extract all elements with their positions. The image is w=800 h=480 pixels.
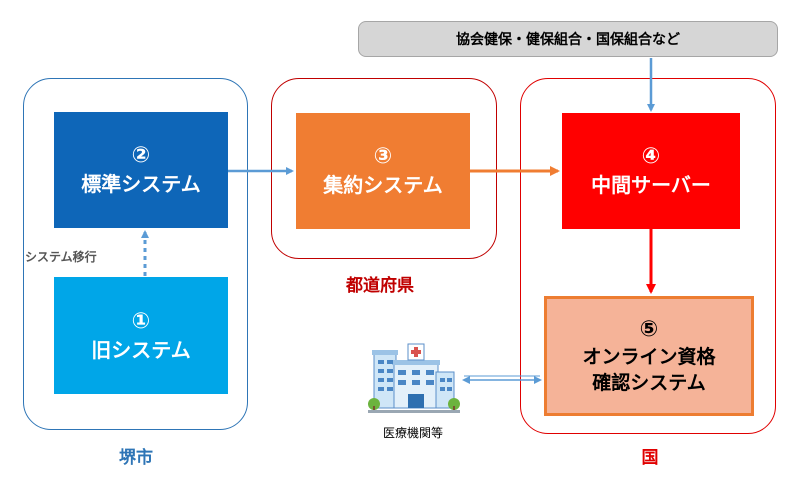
- group-nation-label: 国: [641, 448, 659, 468]
- group-sakai-label: 堺市: [119, 448, 153, 468]
- box-online-title-line1: オンライン資格: [582, 346, 716, 368]
- box-middle-server: ④ 中間サーバー: [562, 113, 740, 229]
- box-online-number: ⑤: [639, 317, 659, 342]
- box-online-title-line2: 確認システム: [592, 372, 706, 394]
- group-nation-frame: [520, 78, 776, 434]
- insurers-bar: 協会健保・健保組合・国保組合など: [358, 21, 778, 57]
- hospital-icon: [368, 343, 460, 413]
- group-sakai-frame: [23, 78, 248, 430]
- box-standard-number: ②: [131, 143, 151, 168]
- group-prefecture-label: 都道府県: [346, 276, 414, 296]
- box-standard-system: ② 標準システム: [54, 112, 228, 228]
- box-middle-title: 中間サーバー: [591, 173, 711, 197]
- box-aggregate-number: ③: [373, 144, 393, 169]
- box-legacy-title: 旧システム: [91, 337, 191, 362]
- group-prefecture-frame: [271, 78, 497, 259]
- box-middle-number: ④: [641, 144, 661, 169]
- box-aggregate-title: 集約システム: [323, 173, 443, 197]
- migration-label: システム移行: [25, 250, 97, 264]
- box-aggregate-system: ③ 集約システム: [296, 113, 470, 229]
- hospital-label: 医療機関等: [382, 426, 443, 440]
- box-legacy-system: ① 旧システム: [54, 277, 228, 394]
- box-online-qualification: ⑤ オンライン資格 確認システム: [544, 296, 754, 416]
- box-legacy-number: ①: [131, 308, 151, 334]
- box-standard-title: 標準システム: [81, 172, 201, 196]
